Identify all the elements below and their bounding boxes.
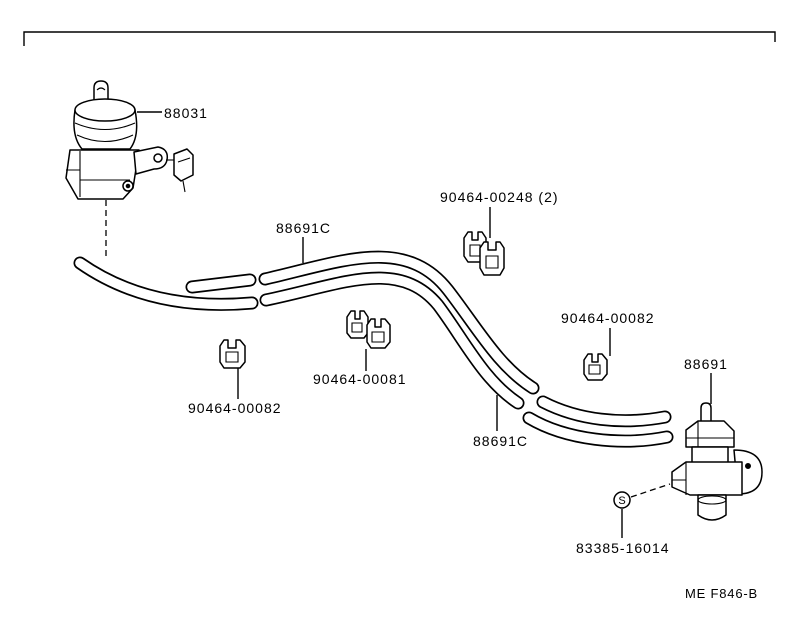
callout-88691[interactable]: 88691 [684,356,728,372]
clip-90464-00081 [346,310,391,349]
actuator-dome-top [74,98,136,122]
hose-88691C-right-lower [522,411,674,448]
body-edge [66,151,130,197]
figure-code: ME F846-B [685,586,758,601]
connector-pin [177,157,191,193]
dome-ring [76,134,134,143]
callout-90464-00082-right[interactable]: 90464-00082 [561,310,655,326]
valve-port [697,494,727,521]
valve-neck [691,446,729,464]
hose-88691C-short [185,273,257,294]
valve-flange [685,420,735,448]
flange-edge [686,421,734,447]
actuator-top-nipple [93,80,109,103]
bracket-hole [153,153,163,163]
clip-90464-00082-right [583,353,608,381]
actuator-body [65,149,140,200]
callout-88691C-lower[interactable]: 88691C [473,433,528,449]
frame-bracket [23,31,776,46]
actuator-connector [173,148,194,182]
clip-90464-00248 [463,231,505,276]
valve-top-nipple [700,402,712,423]
callout-90464-00248[interactable]: 90464-00248 (2) [440,189,559,205]
actuator-port-hole [125,183,131,189]
hose-88691C-right-upper [536,395,672,428]
port-rim [697,495,727,505]
actuator-bracket [133,146,169,175]
hose-88691C-lower [259,271,525,410]
hose-88691C-left [73,256,259,311]
nipple-hook [96,87,106,91]
valve-body [671,461,743,496]
callout-90464-00082-left[interactable]: 90464-00082 [188,400,282,416]
dashed-connection-s [630,483,671,498]
vacuum-actuator-88031 [65,80,194,200]
clip-90464-00082-left [219,339,246,369]
dome-ring [74,122,136,131]
callout-90464-00081[interactable]: 90464-00081 [313,371,407,387]
s-mark: S [618,495,625,507]
callout-88031[interactable]: 88031 [164,105,208,121]
valve-88691 [671,402,763,521]
callout-88691C-top[interactable]: 88691C [276,220,331,236]
coil-terminal [745,463,751,469]
body-edge [672,462,687,495]
hose-88691C-upper [258,250,540,395]
callout-83385-16014[interactable]: 83385-16014 [576,540,670,556]
s-mark-circle [613,491,631,509]
